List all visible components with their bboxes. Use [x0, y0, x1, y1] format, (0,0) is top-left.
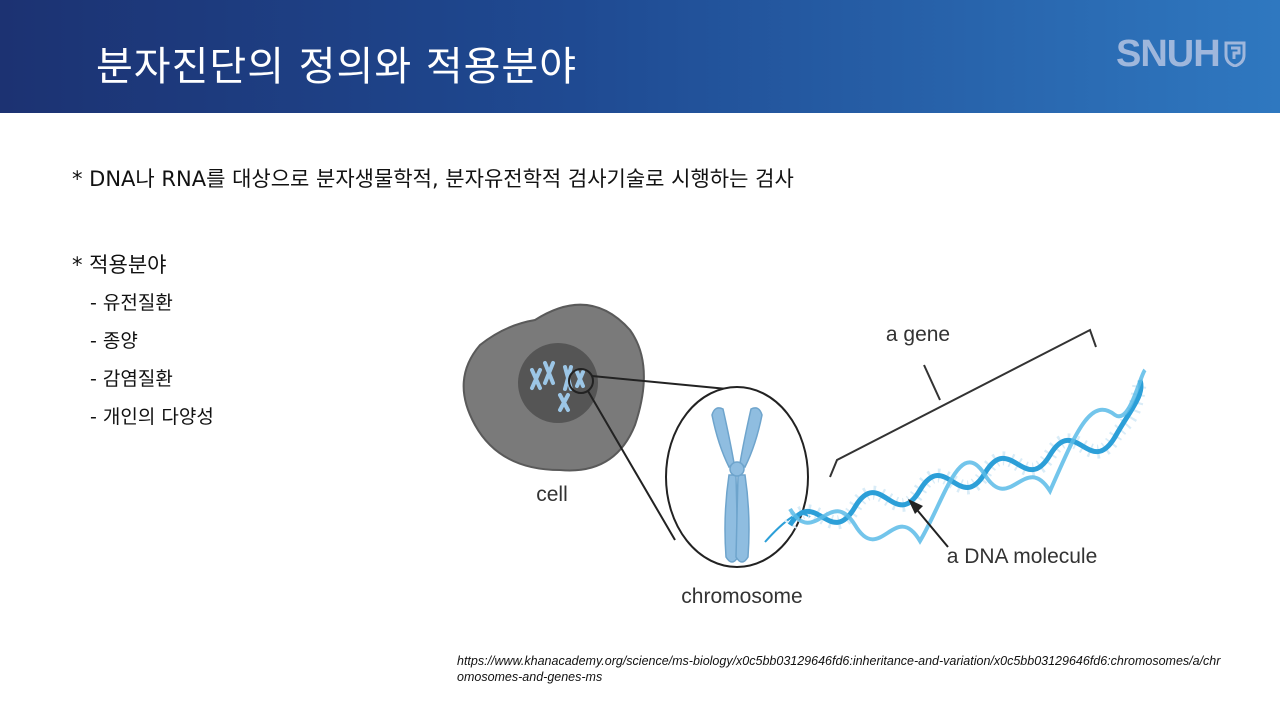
- dna-helix: [784, 368, 1147, 545]
- logo-text: SNUH: [1116, 32, 1221, 75]
- list-item: - 유전질환: [90, 292, 173, 314]
- applications-heading: * 적용분야: [72, 253, 167, 277]
- logo-emblem-icon: [1224, 41, 1246, 67]
- cell-label: cell: [536, 483, 568, 506]
- list-item: - 종양: [90, 330, 138, 352]
- list-item: - 개인의 다양성: [90, 406, 214, 428]
- dna-arrow-line: [912, 504, 949, 548]
- applications-list: - 유전질환 - 종양 - 감염질환 - 개인의 다양성: [90, 290, 214, 442]
- nucleus: [518, 343, 598, 423]
- definition-text: * DNA나 RNA를 대상으로 분자생물학적, 분자유전학적 검사기술로 시행…: [72, 167, 794, 191]
- chromosome-icon: [711, 407, 763, 563]
- dna-thin-strand: [764, 513, 811, 543]
- page-title: 분자진단의 정의와 적용분야: [96, 44, 578, 90]
- zoom-circle-small: [568, 368, 594, 394]
- header-banner: 분자진단의 정의와 적용분야 SNUH: [0, 0, 1280, 113]
- gene-bracket: [829, 328, 1097, 478]
- chromosome-zoom-oval: [665, 386, 809, 568]
- chromosome-label: chromosome: [681, 585, 802, 608]
- dna-arrow-head-icon: [908, 499, 923, 514]
- gene-bracket-stem: [923, 364, 941, 401]
- snuh-logo: SNUH: [1116, 30, 1246, 78]
- dna-chromosome-illustration: cell chromosome a gene a DNA molecule: [462, 303, 1147, 608]
- dna-molecule-label: a DNA molecule: [947, 545, 1098, 568]
- nucleus-chromosomes: [530, 361, 585, 412]
- zoom-line-bottom: [587, 390, 676, 541]
- gene-label: a gene: [886, 323, 950, 346]
- list-item: - 감염질환: [90, 368, 173, 390]
- source-citation: https://www.khanacademy.org/science/ms-b…: [457, 654, 1221, 684]
